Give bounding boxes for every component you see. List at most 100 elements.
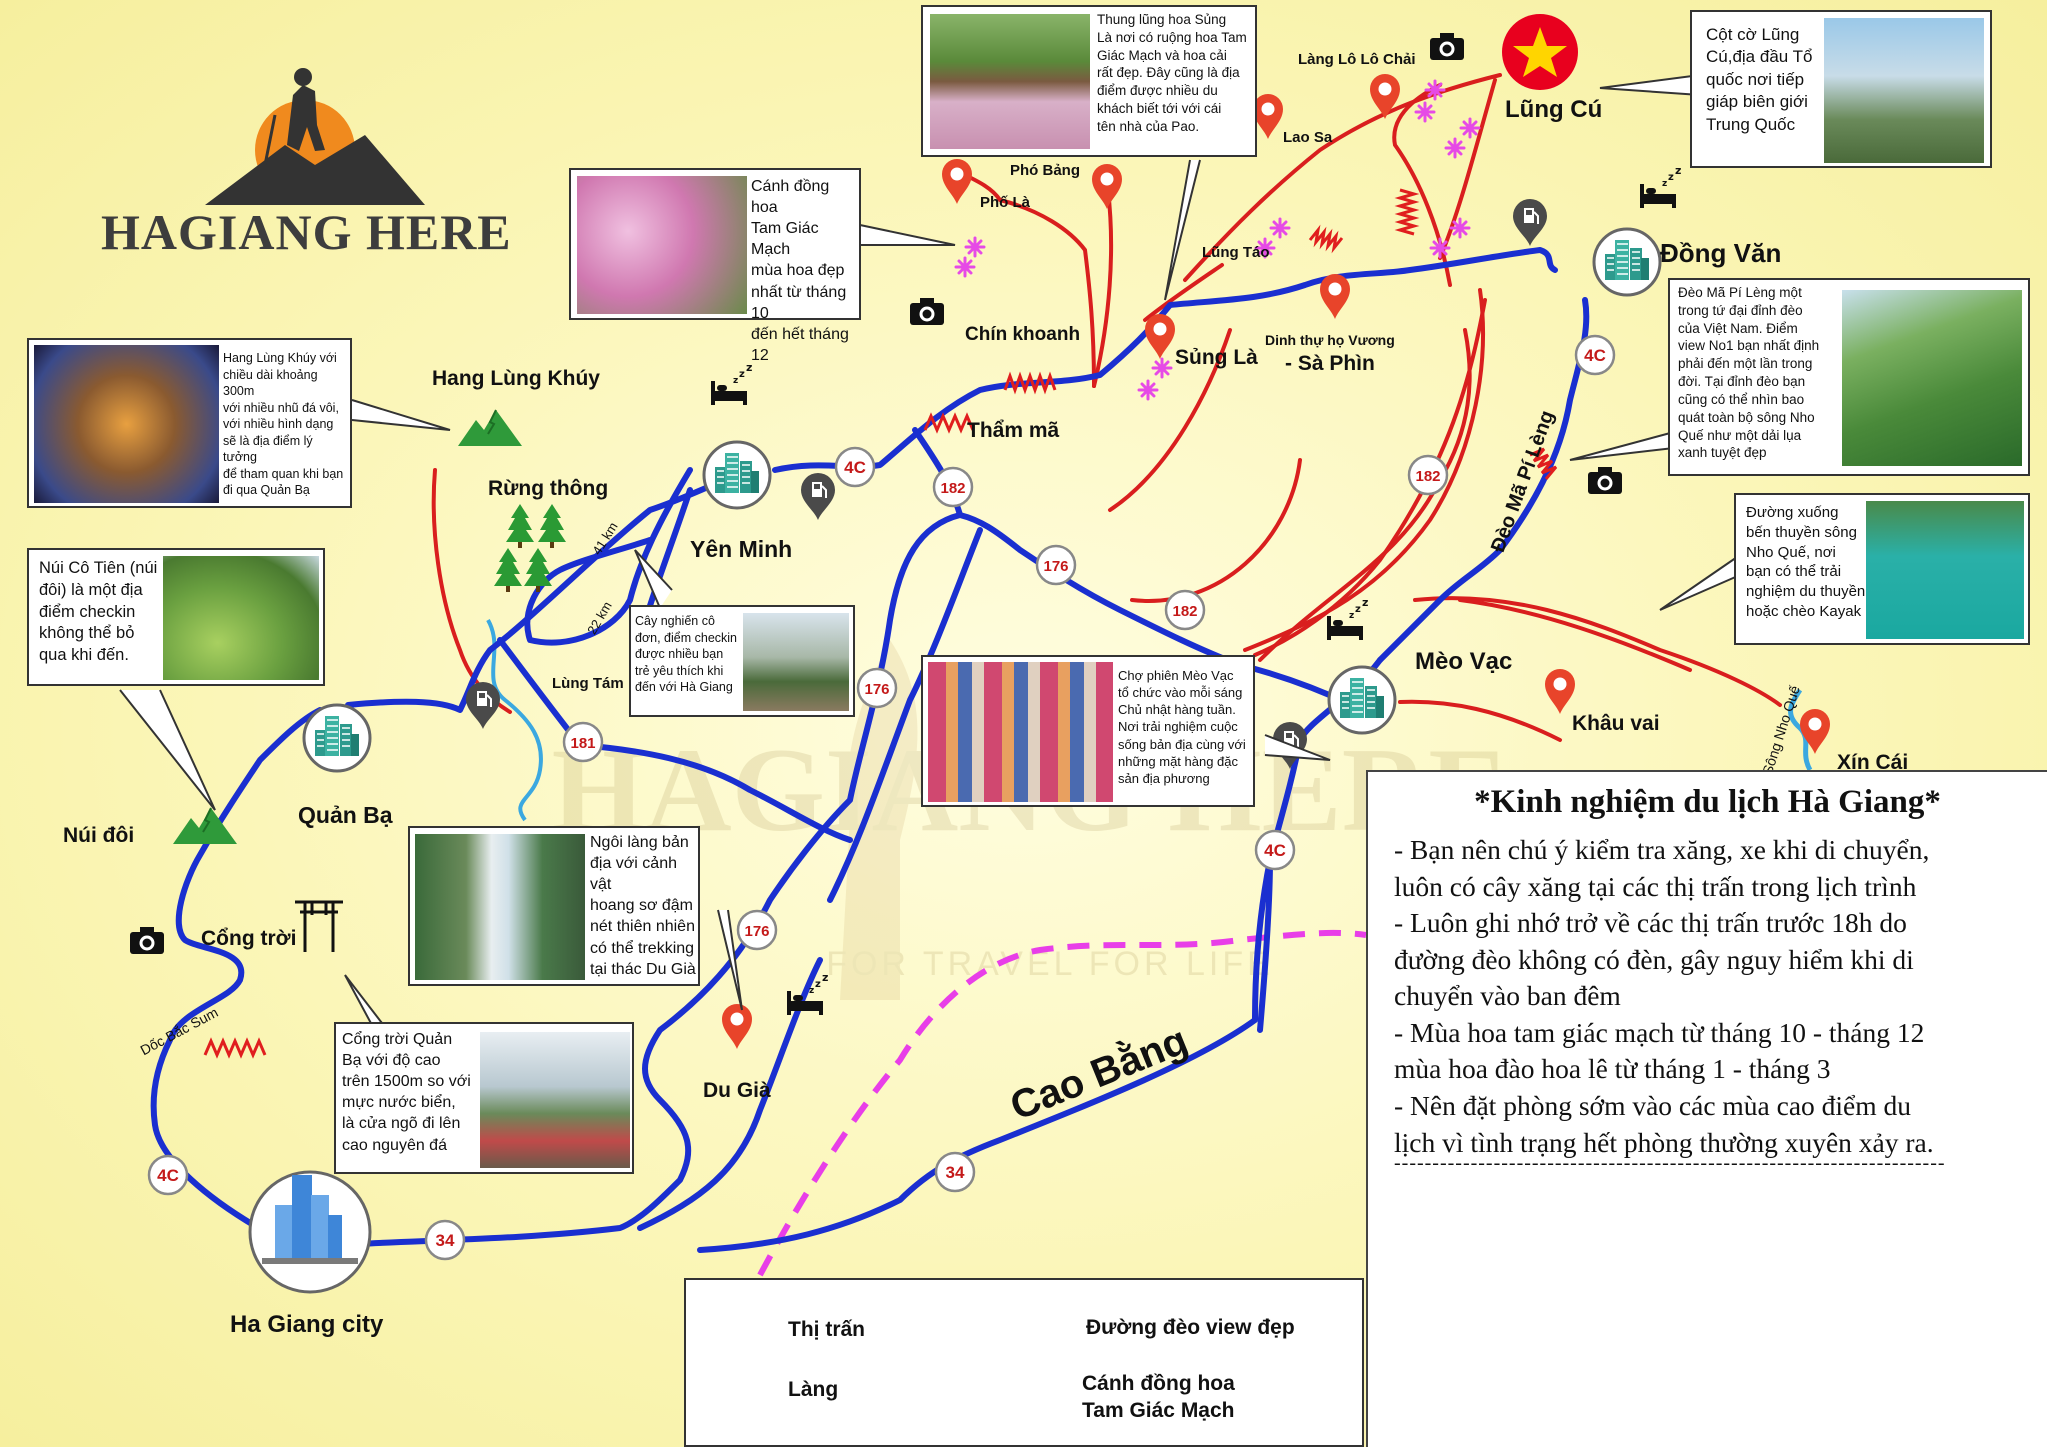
- photo-lung-cu: [1824, 18, 1984, 163]
- callout-sung-la: Thung lũng hoa Sủng Là nơi có ruộng hoa …: [921, 5, 1257, 157]
- photo-du-gia: [415, 834, 585, 980]
- route-shield-label: 4C: [1584, 346, 1606, 365]
- label-pho-bang: Phó Bảng: [1010, 162, 1080, 179]
- route-shield-4c: 4C: [1574, 334, 1616, 376]
- photo-nui-co-tien: [163, 556, 319, 680]
- label-lung-tao: Lũng Táo: [1202, 244, 1270, 261]
- legend-village-label: Làng: [788, 1378, 839, 1401]
- label-ha-giang-city: Ha Giang city: [230, 1311, 384, 1338]
- photo-meo-vac-market: [928, 662, 1113, 802]
- route-shield-label: 181: [570, 735, 595, 752]
- label-lao-sa: Lao Sa: [1283, 129, 1333, 146]
- route-shield-label: 176: [864, 681, 889, 698]
- callout-flower-field: Cánh đồng hoa Tam Giác Mạch mùa hoa đẹp …: [569, 168, 861, 364]
- label-du-gia: Du Già: [703, 1079, 771, 1102]
- route-shield-label: 4C: [844, 458, 866, 477]
- route-shield-34: 34: [424, 1219, 466, 1261]
- callout-sung-la-text: Thung lũng hoa Sủng Là nơi có ruộng hoa …: [1097, 12, 1247, 134]
- photo-sung-la: [930, 14, 1090, 149]
- callout-nho-que: Đường xuống bến thuyền sông Nho Quế, nơi…: [1734, 493, 2030, 645]
- label-vuong-house: Dinh thự họ Vương: [1265, 332, 1395, 348]
- route-shield-label: 182: [940, 480, 965, 497]
- brand-logo: HAGIANG HERE: [95, 55, 515, 265]
- route-shield-label: 34: [436, 1231, 455, 1250]
- label-chin-khoanh: Chín khoanh: [965, 324, 1081, 345]
- label-lung-cu: Lũng Cú: [1505, 96, 1603, 123]
- label-sa-phin: - Sà Phìn: [1285, 352, 1375, 375]
- route-shield-181: 181: [562, 721, 604, 763]
- callout-cong-troi: Cổng trời Quản Bạ với độ cao trên 1500m …: [334, 1022, 634, 1174]
- legend-pass-label: Đường đèo view đẹp: [1086, 1316, 1295, 1339]
- label-meo-vac: Mèo Vạc: [1415, 648, 1513, 675]
- route-shield-176: 176: [856, 667, 898, 709]
- route-shield-label: 182: [1172, 603, 1197, 620]
- photo-flower-field: [577, 176, 747, 314]
- callout-hang-lung-khuy-text: Hang Lùng Khúy với chiều dài khoảng 300m…: [223, 351, 344, 497]
- route-shield-34: 34: [934, 1151, 976, 1193]
- callout-cay-co-don-text: Cây nghiến cô đơn, điểm checkin được nhi…: [635, 614, 737, 694]
- legend-flower-label: Cánh đồng hoa Tam Giác Mạch: [1082, 1372, 1235, 1423]
- photo-hang-lung-khuy: [34, 345, 219, 503]
- route-shield-label: 182: [1415, 468, 1440, 485]
- callout-lung-cu-text: Cột cờ Lũng Cú,địa đầu Tổ quốc nơi tiếp …: [1706, 25, 1813, 134]
- route-shield-label: 4C: [1264, 841, 1286, 860]
- tips-divider: ----------------------------------------…: [1394, 1152, 1946, 1174]
- label-lung-tam: Lùng Tám: [552, 675, 624, 692]
- callout-ma-pi-leng: Đèo Mã Pí Lèng một trong tứ đại đỉnh đèo…: [1668, 278, 2030, 476]
- callout-flower-field-text: Cánh đồng hoa Tam Giác Mạch mùa hoa đẹp …: [751, 178, 849, 364]
- route-shield-182: 182: [1407, 454, 1449, 496]
- callout-hang-lung-khuy: Hang Lùng Khúy với chiều dài khoảng 300m…: [27, 338, 352, 508]
- photo-nho-que: [1866, 501, 2024, 639]
- pass-zigzags: [203, 188, 1558, 1059]
- route-shield-label: 34: [946, 1163, 965, 1182]
- mountain-icon: [457, 409, 523, 447]
- route-shield-label: 176: [1043, 558, 1068, 575]
- photo-cong-troi: [480, 1032, 630, 1168]
- callout-ma-pi-leng-text: Đèo Mã Pí Lèng một trong tứ đại đỉnh đèo…: [1678, 285, 1820, 461]
- callout-nui-co-tien: Núi Cô Tiên (núi đôi) là một địa điểm ch…: [27, 548, 325, 686]
- route-shield-label: 4C: [157, 1166, 179, 1185]
- travel-tips-panel: *Kinh nghiệm du lịch Hà Giang* - Bạn nên…: [1366, 770, 2047, 1447]
- callout-cong-troi-text: Cổng trời Quản Bạ với độ cao trên 1500m …: [342, 1031, 471, 1154]
- minor-roads: [431, 73, 1782, 742]
- vietnam-flag-icon: [1502, 14, 1578, 90]
- tips-body: - Bạn nên chú ý kiểm tra xăng, xe khi di…: [1394, 834, 1934, 1158]
- callout-meo-vac-market-text: Chợ phiên Mèo Vạc tổ chức vào mỗi sáng C…: [1118, 668, 1246, 786]
- route-shield-182: 182: [1164, 589, 1206, 631]
- tips-title: *Kinh nghiệm du lịch Hà Giang*: [1474, 784, 1941, 820]
- label-tham-ma: Thẩm mã: [967, 419, 1060, 442]
- brand-name: HAGIANG HERE: [101, 204, 512, 260]
- label-dong-van: Đồng Văn: [1660, 238, 1782, 268]
- river: [486, 619, 543, 822]
- label-lang-lo-lo-chai: Làng Lô Lô Chải: [1298, 51, 1416, 68]
- callout-du-gia-text: Ngôi làng bản địa với cảnh vật hoang sơ …: [590, 834, 696, 978]
- photo-cay-co-don: [743, 613, 849, 711]
- route-shields: 4C 4C 4C 4C 182 182 182 176 176 176 181 34 34: [147, 334, 1616, 1261]
- label-pho-la: Phố Là: [980, 194, 1031, 211]
- route-shield-4c: 4C: [1254, 829, 1296, 871]
- callout-cay-co-don: Cây nghiến cô đơn, điểm checkin được nhi…: [629, 605, 855, 717]
- callout-lung-cu: Cột cờ Lũng Cú,địa đầu Tổ quốc nơi tiếp …: [1690, 10, 1992, 168]
- label-nui-doi: Núi đôi: [63, 824, 135, 847]
- label-rung-thong: Rừng thông: [488, 477, 609, 500]
- callout-nui-co-tien-text: Núi Cô Tiên (núi đôi) là một địa điểm ch…: [39, 559, 158, 665]
- hiker-logo-icon: [205, 68, 425, 205]
- callout-du-gia: Ngôi làng bản địa với cảnh vật hoang sơ …: [408, 826, 700, 986]
- label-sung-la: Sủng Là: [1175, 346, 1258, 369]
- label-quan-ba: Quản Bạ: [298, 802, 393, 828]
- route-shield-4c: 4C: [147, 1154, 189, 1196]
- map-legend: Thị trấn Làng Đường đèo view đẹp Cánh đồ…: [684, 1278, 1364, 1447]
- callout-meo-vac-market: Chợ phiên Mèo Vạc tổ chức vào mỗi sáng C…: [921, 655, 1255, 807]
- gate-icon: [295, 900, 343, 952]
- label-hang-lung-khuy: Hang Lùng Khúy: [432, 367, 600, 390]
- river-nho-que: [1788, 688, 1813, 772]
- label-yen-minh: Yên Minh: [690, 536, 793, 562]
- callout-nho-que-text: Đường xuống bến thuyền sông Nho Quế, nơi…: [1746, 504, 1866, 620]
- label-khau-vai: Khâu vai: [1572, 712, 1660, 735]
- route-shield-182: 182: [932, 466, 974, 508]
- town-markers: [248, 227, 1662, 1294]
- route-shield-176: 176: [736, 909, 778, 951]
- route-shield-4c: 4C: [834, 446, 876, 488]
- label-xin-cai: Xín Cái: [1837, 751, 1909, 774]
- route-shield-176: 176: [1035, 544, 1077, 586]
